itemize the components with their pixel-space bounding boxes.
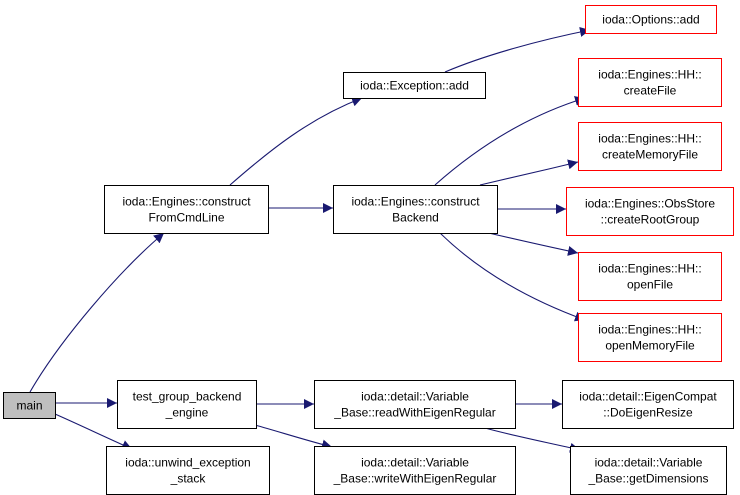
node-obsstore-create-root-group[interactable]: ioda::Engines::ObsStore::createRootGroup <box>566 187 734 236</box>
node-hh-open-memory-file[interactable]: ioda::Engines::HH::openMemoryFile <box>578 313 722 362</box>
edge-construct-backend-to-hh-create-memory-file <box>479 159 579 186</box>
edge-exception-add-to-options-add <box>444 27 591 73</box>
node-label-line: FromCmdLine <box>148 211 224 225</box>
node-exception-add[interactable]: ioda::Exception::add <box>343 72 486 99</box>
node-label-line: ioda::Engines::HH:: <box>598 262 701 276</box>
node-main: main <box>3 392 56 419</box>
node-hh-create-file[interactable]: ioda::Engines::HH::createFile <box>578 58 722 107</box>
node-hh-create-memory-file[interactable]: ioda::Engines::HH::createMemoryFile <box>578 122 722 171</box>
nodes-layer: main ioda::Engines::constructFromCmdLinet… <box>3 5 734 495</box>
node-box <box>343 72 486 99</box>
node-label-line: _stack <box>170 472 207 486</box>
node-box <box>117 380 257 429</box>
edge-read-with-eigen-regular-to-variable-base-get-dimensions <box>484 427 581 453</box>
node-label-line: test_group_backend <box>133 390 242 404</box>
node-box <box>578 58 722 107</box>
node-test-group-backend-engine[interactable]: test_group_backend _engine <box>117 380 257 429</box>
node-label-line: ::DoEigenResize <box>603 406 693 420</box>
node-box <box>578 122 722 171</box>
node-box <box>566 187 734 236</box>
node-box <box>578 252 722 301</box>
node-box <box>333 185 498 234</box>
node-box <box>562 380 734 429</box>
node-label-line: createMemoryFile <box>602 148 698 162</box>
node-label-line: main <box>16 399 42 413</box>
node-label-line: ioda::Options::add <box>602 13 699 27</box>
node-box <box>3 392 56 419</box>
edge-construct-backend-to-hh-create-file <box>434 96 586 186</box>
node-label-line: ioda::Engines::HH:: <box>598 323 701 337</box>
node-box <box>104 185 269 234</box>
node-eigen-compat-do-eigen-resize[interactable]: ioda::detail::EigenCompat::DoEigenResize <box>562 380 734 429</box>
node-label-line: _engine <box>165 406 209 420</box>
node-label-line: ioda::Engines::HH:: <box>598 132 701 146</box>
edge-main-to-construct-from-cmdline <box>29 232 165 393</box>
edge-construct-from-cmdline-to-exception-add <box>229 96 363 186</box>
node-options-add[interactable]: ioda::Options::add <box>585 5 717 34</box>
node-label-line: ioda::Engines::construct <box>351 195 480 209</box>
node-hh-open-file[interactable]: ioda::Engines::HH::openFile <box>578 252 722 301</box>
node-label-line: openMemoryFile <box>605 339 695 353</box>
node-box <box>570 446 727 495</box>
node-label-line: ioda::detail::Variable <box>595 456 703 470</box>
node-label-line: createFile <box>624 84 677 98</box>
node-label-line: ::createRootGroup <box>601 213 700 227</box>
edges-layer <box>29 27 591 453</box>
node-label-line: _Base::getDimensions <box>587 472 708 486</box>
node-label-line: ioda::Engines::HH:: <box>598 68 701 82</box>
node-box <box>106 446 270 495</box>
node-label-line: ioda::detail::Variable <box>361 390 469 404</box>
node-label-line: ioda::Exception::add <box>360 79 469 93</box>
node-label-line: openFile <box>627 278 673 292</box>
node-label-line: ioda::Engines::ObsStore <box>585 197 715 211</box>
node-label-line: _Base::readWithEigenRegular <box>333 406 495 420</box>
node-label-line: Backend <box>392 211 439 225</box>
edge-construct-backend-to-hh-open-memory-file <box>439 232 586 322</box>
node-label-line: ioda::Engines::construct <box>122 195 251 209</box>
node-box <box>585 5 717 34</box>
node-box <box>578 313 722 362</box>
node-label-line: ioda::detail::EigenCompat <box>579 390 717 404</box>
edge-main-to-unwind-exception-stack <box>54 413 133 450</box>
node-variable-base-get-dimensions[interactable]: ioda::detail::Variable_Base::getDimensio… <box>570 446 727 495</box>
node-box <box>314 446 516 495</box>
edge-construct-backend-to-hh-open-file <box>479 230 579 256</box>
node-box <box>314 380 516 429</box>
node-label-line: ioda::detail::Variable <box>361 456 469 470</box>
node-unwind-exception-stack[interactable]: ioda::unwind_exception_stack <box>106 446 270 495</box>
node-label-line: _Base::writeWithEigenRegular <box>333 472 497 486</box>
node-write-with-eigen-regular[interactable]: ioda::detail::Variable_Base::writeWithEi… <box>314 446 516 495</box>
node-read-with-eigen-regular[interactable]: ioda::detail::Variable_Base::readWithEig… <box>314 380 516 429</box>
node-label-line: ioda::unwind_exception <box>125 456 250 470</box>
edge-test-group-backend-engine-to-write-with-eigen-regular <box>254 424 333 450</box>
